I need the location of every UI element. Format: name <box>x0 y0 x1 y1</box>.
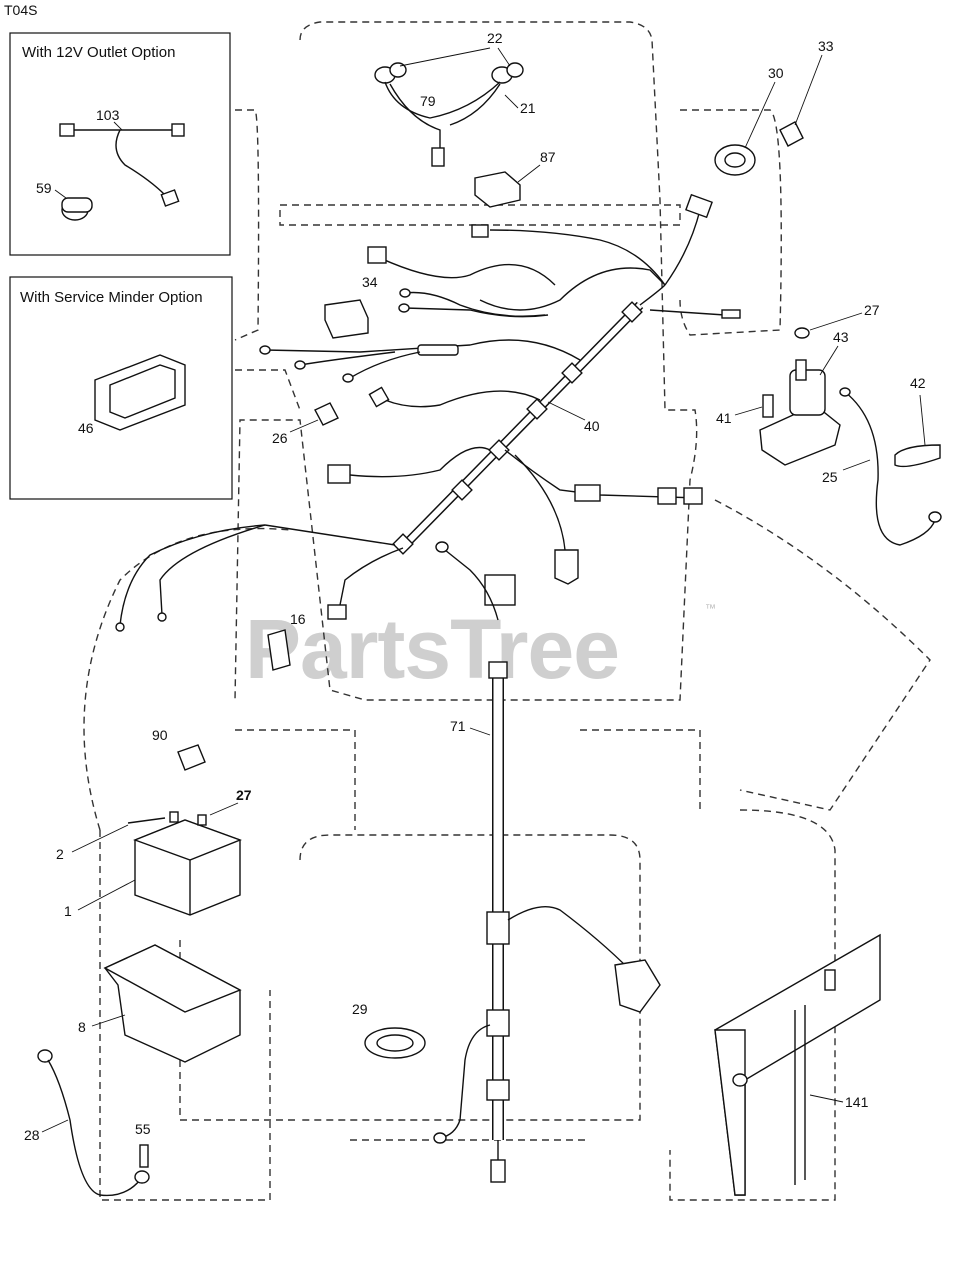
callout-41: 41 <box>716 410 732 426</box>
fuse-26: 26 <box>272 402 339 446</box>
ground-cable-28: 28 55 <box>24 1049 151 1197</box>
callout-33: 33 <box>818 38 834 54</box>
solenoid-assembly: 27 43 41 42 25 <box>716 302 942 546</box>
callout-25: 25 <box>822 469 838 485</box>
option-box-service-minder: With Service Minder Option 46 <box>9 276 233 500</box>
callout-46: 46 <box>78 420 94 436</box>
callout-90: 90 <box>152 727 168 743</box>
callout-27-nut: 27 <box>864 302 880 318</box>
callout-26: 26 <box>272 430 288 446</box>
callout-34: 34 <box>362 274 378 290</box>
option-box-12v-title: With 12V Outlet Option <box>22 44 175 61</box>
callout-29: 29 <box>352 1001 368 1017</box>
main-wiring-harness: 40 <box>115 193 741 632</box>
callout-55: 55 <box>135 1121 151 1137</box>
callout-8: 8 <box>78 1019 86 1035</box>
callout-21: 21 <box>520 100 536 116</box>
switch-16: 16 <box>267 611 306 671</box>
callout-141: 141 <box>845 1094 869 1110</box>
headlight-harness: 22 79 21 <box>374 30 536 167</box>
switch-34: 34 <box>324 274 378 339</box>
battery-assembly: 27 2 1 8 <box>56 787 252 1063</box>
option-box-service-minder-title: With Service Minder Option <box>20 289 203 306</box>
callout-1: 1 <box>64 903 72 919</box>
callout-30: 30 <box>768 65 784 81</box>
tractor-outline <box>83 21 931 1201</box>
watermark-text: PartsTree <box>245 602 619 696</box>
ignition-switch: 30 33 <box>714 38 834 176</box>
callout-27-battery-nut: 27 <box>236 787 252 803</box>
callout-28: 28 <box>24 1127 40 1143</box>
callout-71: 71 <box>450 718 466 734</box>
callout-103: 103 <box>96 107 120 123</box>
grommet-29: 29 <box>352 1001 426 1059</box>
diagram-code: T04S <box>4 2 37 18</box>
callout-42: 42 <box>910 375 926 391</box>
callout-22: 22 <box>487 30 503 46</box>
part-90: 90 <box>152 727 206 771</box>
callout-59: 59 <box>36 180 52 196</box>
rear-harness-71: 71 <box>433 541 661 1183</box>
callout-87: 87 <box>540 149 556 165</box>
callout-16: 16 <box>290 611 306 627</box>
callout-2: 2 <box>56 846 64 862</box>
seat-switch-141: 141 <box>714 933 881 1196</box>
relay-87: 87 <box>474 149 556 208</box>
watermark-trademark: ™ <box>705 603 716 615</box>
callout-43: 43 <box>833 329 849 345</box>
option-box-12v-outlet: With 12V Outlet Option 103 59 <box>9 32 231 256</box>
callout-79: 79 <box>420 93 436 109</box>
callout-40: 40 <box>584 418 600 434</box>
